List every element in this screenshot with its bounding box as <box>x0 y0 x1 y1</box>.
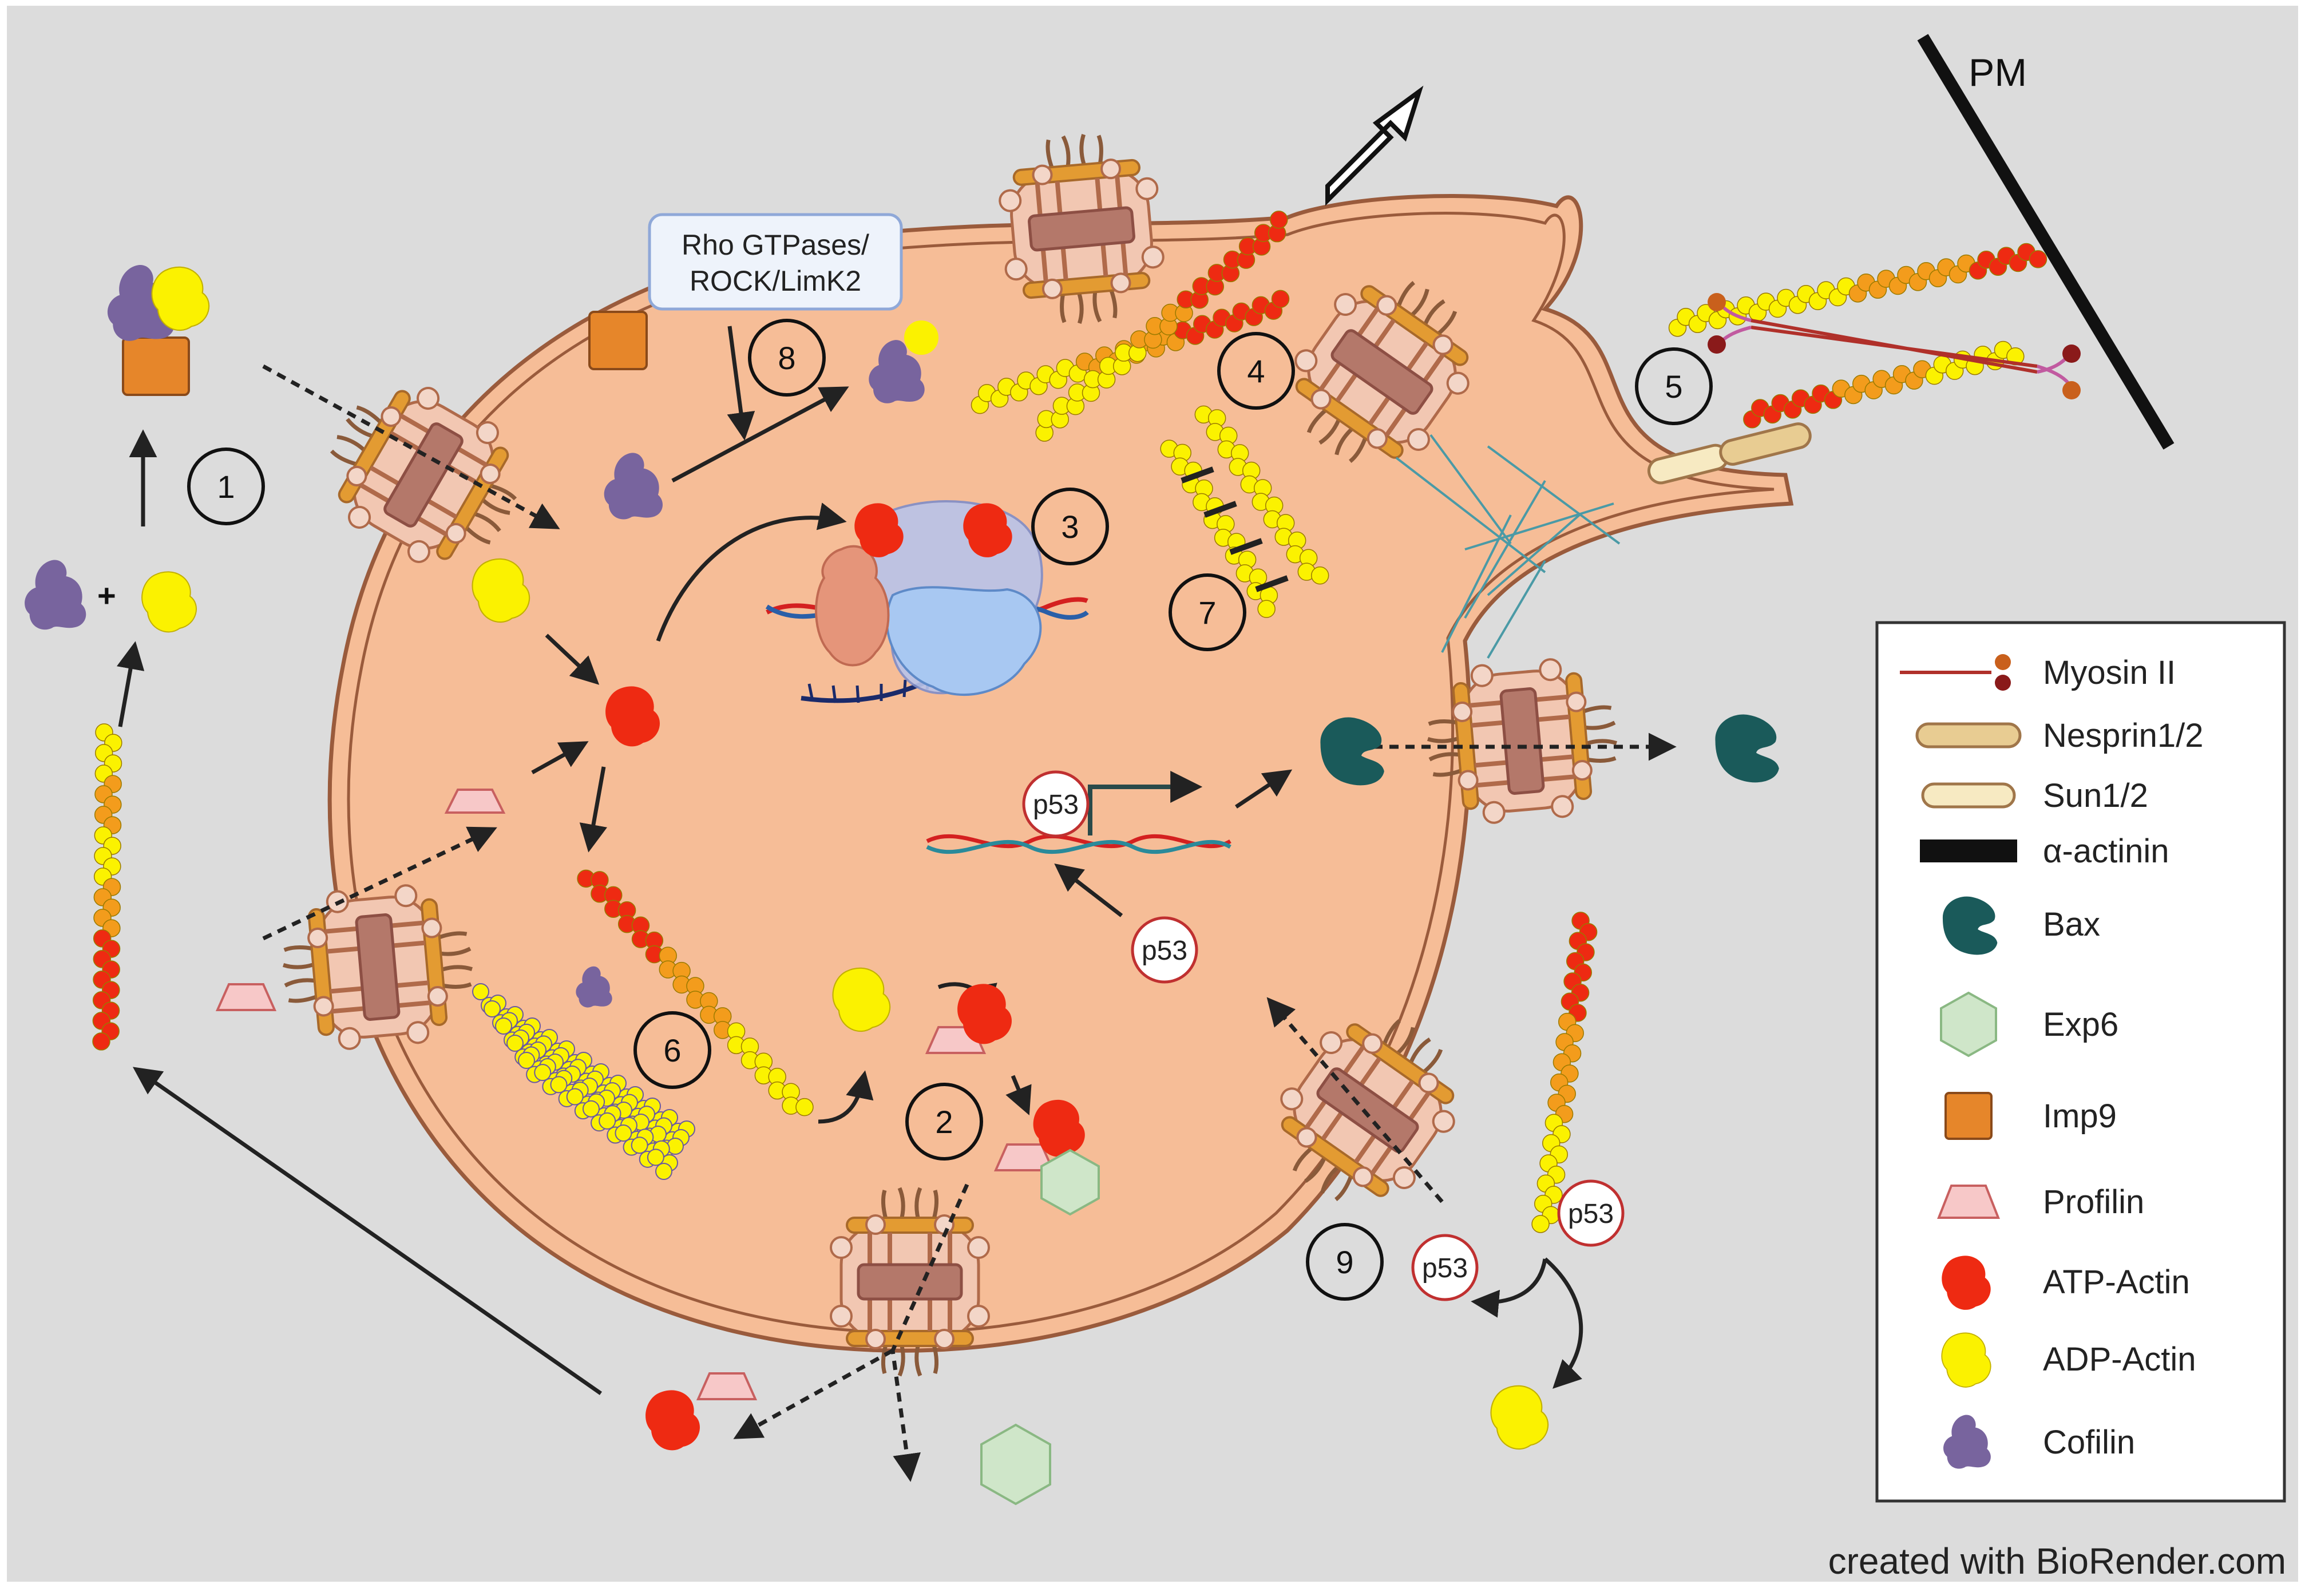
svg-text:5: 5 <box>1665 369 1682 405</box>
molecules: + <box>25 264 1779 1506</box>
profilin <box>696 1372 758 1400</box>
svg-text:2: 2 <box>935 1104 953 1140</box>
step-3: 3 <box>1031 488 1109 565</box>
p53-target-dna <box>926 771 1231 854</box>
legend-item: ATP-Actin <box>1942 1256 2190 1310</box>
p53-markers: p53 p53 p53 p53 <box>1022 770 1625 1301</box>
p53-circle: p53 <box>1411 1234 1479 1301</box>
step-2: 2 <box>905 1083 983 1161</box>
actin-filament <box>92 723 122 1051</box>
rho-label-line2: ROCK/LimK2 <box>690 265 861 297</box>
legend-label: α-actinin <box>2043 833 2169 870</box>
svg-text:1: 1 <box>217 469 235 505</box>
plasma-membrane-line <box>1917 34 2175 450</box>
step-4: 4 <box>1217 332 1295 410</box>
svg-text:8: 8 <box>778 340 795 376</box>
step-9: 9 <box>1306 1223 1384 1301</box>
step-8: 8 <box>748 319 826 397</box>
legend-item: Cofilin <box>1943 1415 2135 1469</box>
legend-label: Myosin II <box>2043 654 2176 691</box>
p53-label: p53 <box>1568 1199 1614 1229</box>
actin-filament <box>1194 405 1329 585</box>
imp9-square <box>588 311 648 370</box>
p53-circle: p53 <box>1022 770 1090 838</box>
rho-gtpases-box <box>648 213 903 311</box>
legend-label: Nesprin1/2 <box>2043 717 2203 754</box>
p53-label: p53 <box>1142 936 1187 966</box>
actin-filament <box>577 869 814 1116</box>
legend-item: Nesprin1/2 <box>1915 717 2203 754</box>
legend-item: Imp9 <box>1944 1092 2117 1140</box>
alpha-actinin-icon <box>1920 839 2017 862</box>
legend-item: Exp6 <box>1940 991 2118 1058</box>
filament-network <box>1395 434 1621 659</box>
hexagon-icon <box>1940 991 1997 1058</box>
nesprin-icon <box>1915 722 2022 749</box>
exp6-hexagon <box>1040 1149 1100 1216</box>
legend-label: Profilin <box>2043 1183 2144 1221</box>
plus-sign: + <box>97 577 116 613</box>
svg-text:3: 3 <box>1061 509 1079 545</box>
legend-item: Bax <box>1942 896 2100 955</box>
profilin <box>444 789 506 814</box>
trapezoid-icon <box>1937 1185 2000 1219</box>
pathway-arrows <box>116 326 1677 1482</box>
svg-text:7: 7 <box>1198 595 1216 631</box>
myosin-icon <box>1900 654 2011 691</box>
imp9-square <box>122 336 190 396</box>
svg-text:6: 6 <box>663 1032 681 1068</box>
credit-text: created with BioRender.com <box>1828 1540 2286 1582</box>
legend-label: Imp9 <box>2043 1098 2117 1135</box>
legend-item: Myosin II <box>1900 654 2176 691</box>
legend-label: Cofilin <box>2043 1424 2135 1461</box>
nesprin-protein <box>1719 422 1812 466</box>
svg-text:4: 4 <box>1247 353 1265 389</box>
actin-filaments <box>92 211 2047 1233</box>
myosin-ii <box>1708 293 2081 399</box>
actin-filament <box>1531 912 1598 1233</box>
step-markers: 1 2 3 4 5 6 7 8 9 <box>187 319 1713 1301</box>
p53-label: p53 <box>1033 790 1079 820</box>
pm-label: PM <box>1969 51 2027 94</box>
legend-label: Sun1/2 <box>2043 777 2148 814</box>
step-1: 1 <box>187 447 265 525</box>
legend-label: Exp6 <box>2043 1006 2118 1043</box>
step-6: 6 <box>633 1011 711 1089</box>
protrusion-direction-arrow <box>1325 85 1424 206</box>
p53-circle: p53 <box>1557 1179 1625 1247</box>
legend-label: Bax <box>2043 906 2100 943</box>
actin-bundle <box>472 983 695 1180</box>
legend-item: Sun1/2 <box>1921 777 2148 814</box>
step-7: 7 <box>1169 573 1246 651</box>
sun-icon <box>1921 782 2016 809</box>
rho-label-line1: Rho GTPases/ <box>682 229 869 261</box>
legend-item: α-actinin <box>1920 833 2169 870</box>
legend-item: Profilin <box>1937 1183 2144 1221</box>
step-5: 5 <box>1635 347 1713 425</box>
legend-item: ADP-Actin <box>1941 1332 2196 1388</box>
legend-label: ADP-Actin <box>2043 1341 2196 1378</box>
p53-circle: p53 <box>1131 916 1198 984</box>
legend-label: ATP-Actin <box>2043 1264 2190 1301</box>
svg-text:9: 9 <box>1336 1244 1353 1280</box>
alpha-actinin-crosslinks <box>1181 466 1289 592</box>
p53-label: p53 <box>1422 1253 1468 1284</box>
square-icon <box>1944 1092 1993 1140</box>
exp6-hexagon <box>980 1423 1051 1506</box>
profilin <box>215 983 277 1011</box>
actin-filament <box>1160 439 1278 618</box>
phosphate-circle <box>904 320 938 355</box>
actin-filament <box>1035 211 1288 442</box>
